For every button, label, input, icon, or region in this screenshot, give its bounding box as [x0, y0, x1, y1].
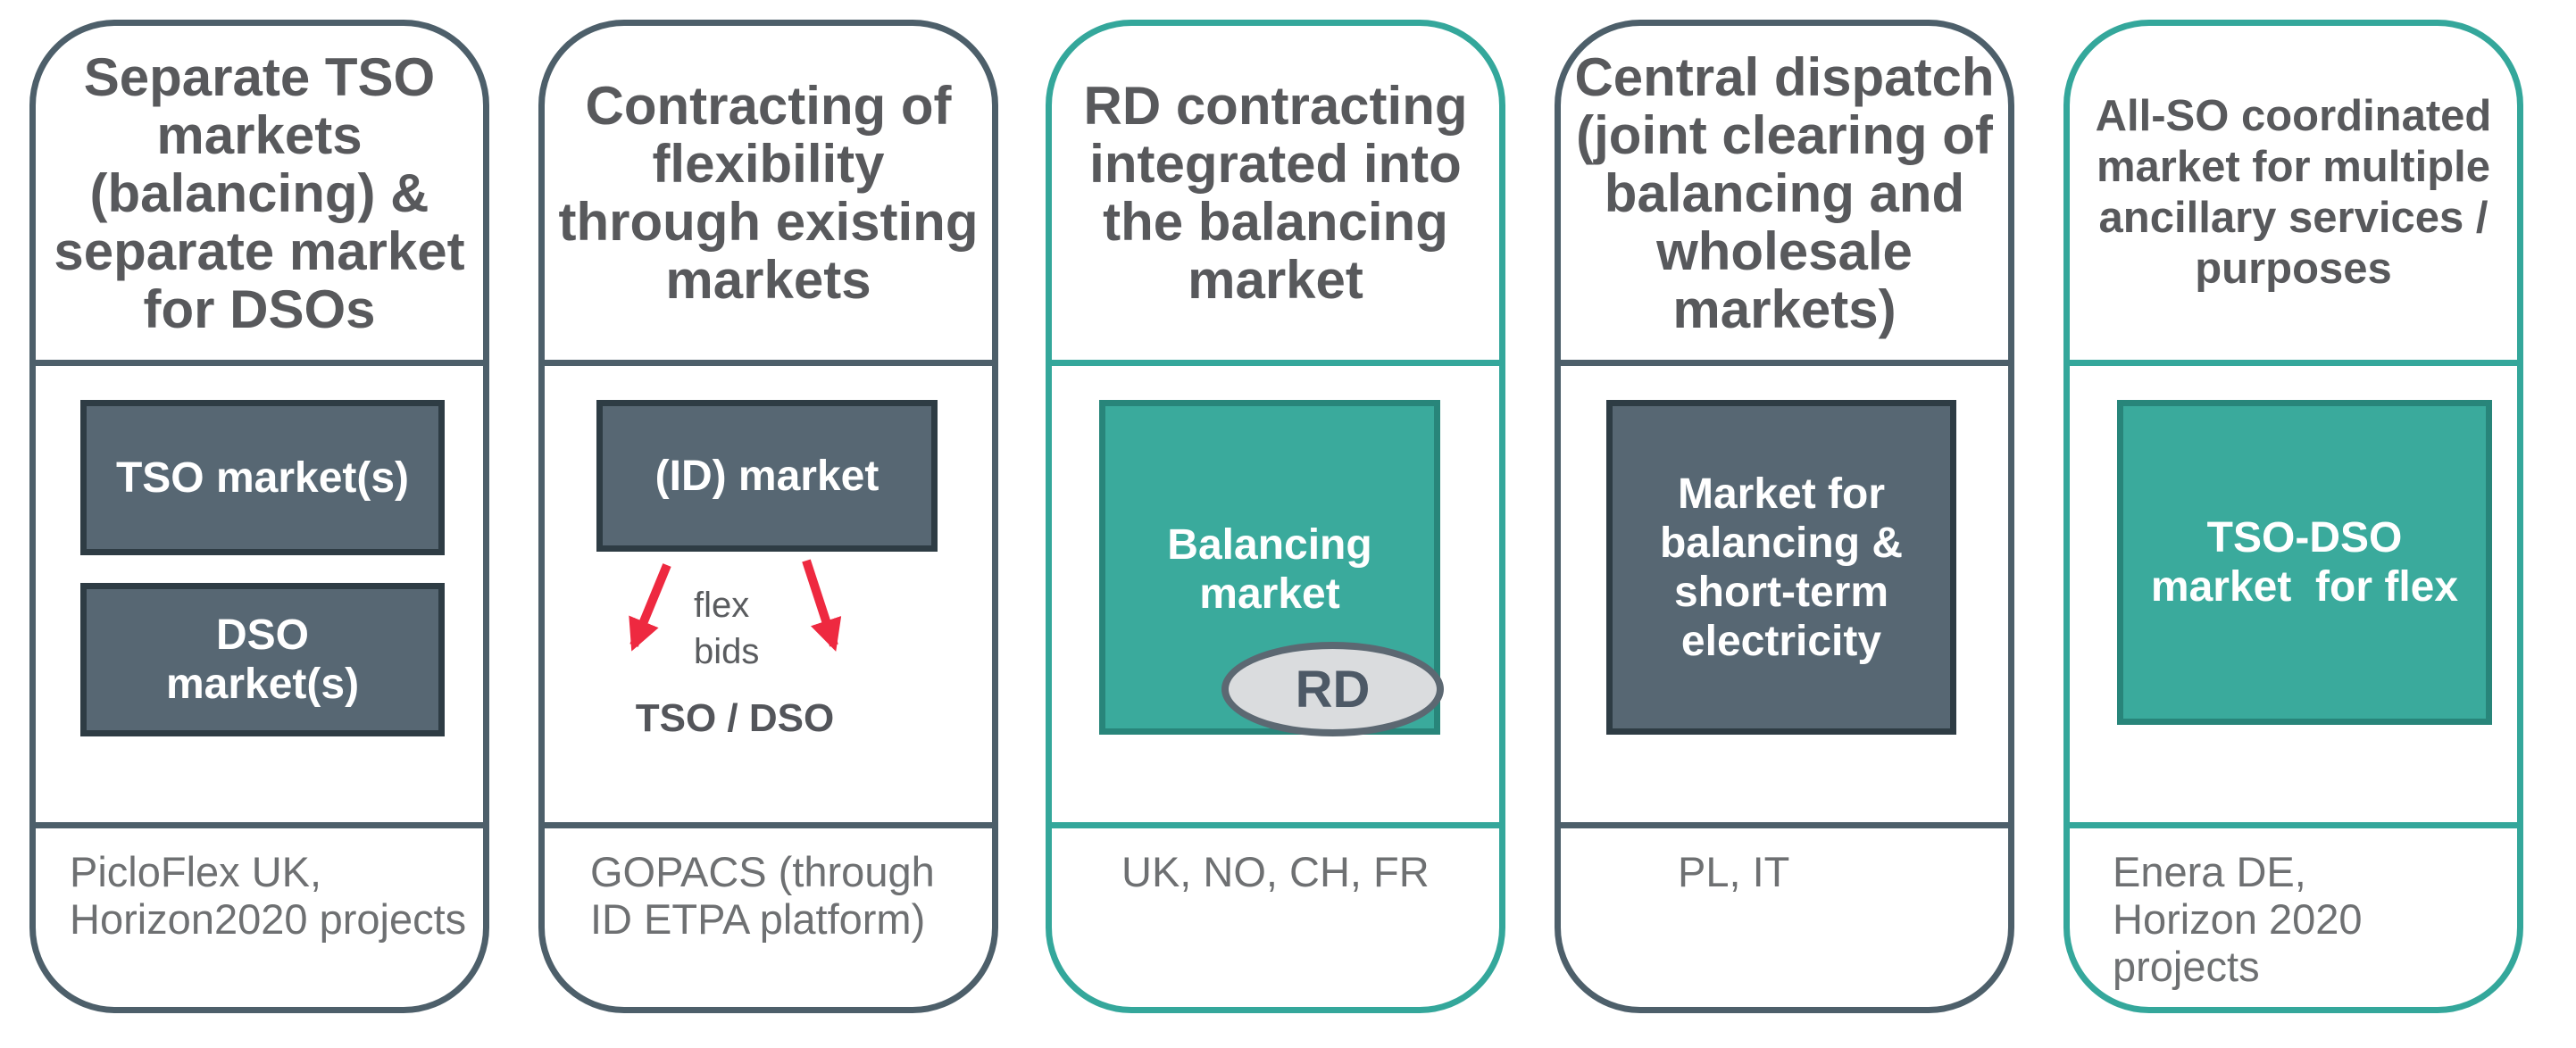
card-title-area: Separate TSO markets (balancing) & separ…	[36, 26, 483, 366]
card-title-area: All-SO coordinated market for multiple a…	[2070, 26, 2517, 366]
card-contracting-flexibility: Contracting of flexibility through exist…	[538, 20, 998, 1013]
flex-bids-label: flex bids	[694, 586, 760, 671]
id-market-box-label: (ID) market	[654, 452, 880, 500]
card-title: RD contracting integrated into the balan…	[1083, 76, 1468, 310]
card-footer-area: UK, NO, CH, FR	[1052, 828, 1499, 1007]
card-body: TSO market(s) DSO market(s)	[36, 366, 483, 828]
central-dispatch-market-box-label: Market for balancing & short-term electr…	[1659, 470, 1904, 665]
flex-bid-arrows	[629, 559, 842, 652]
card-title: Contracting of flexibility through exist…	[558, 76, 979, 310]
card-footer-area: Enera DE, Horizon 2020 projects	[2070, 828, 2517, 1007]
central-dispatch-market-box: Market for balancing & short-term electr…	[1606, 400, 1956, 735]
card-footer: UK, NO, CH, FR	[1121, 848, 1430, 895]
tso-market-box: TSO market(s)	[80, 400, 445, 555]
card-title: Separate TSO markets (balancing) & separ…	[54, 46, 465, 339]
tso-market-box-label: TSO market(s)	[115, 453, 410, 502]
tso-dso-flex-market-box: TSO-DSO market for flex	[2117, 400, 2492, 725]
dso-market-box: DSO market(s)	[80, 583, 445, 736]
card-rd-contracting-integrated: RD contracting integrated into the balan…	[1046, 20, 1505, 1013]
card-title-area: RD contracting integrated into the balan…	[1052, 26, 1499, 366]
card-footer: Enera DE, Horizon 2020 projects	[2113, 848, 2363, 990]
card-body: TSO-DSO market for flex	[2070, 366, 2517, 828]
card-body: (ID) market flex bids TSO / DSO	[545, 366, 992, 828]
card-central-dispatch: Central dispatch (joint clearing of bala…	[1555, 20, 2014, 1013]
card-title-area: Central dispatch (joint clearing of bala…	[1561, 26, 2008, 366]
dso-market-box-label: DSO market(s)	[165, 611, 360, 708]
card-title: All-SO coordinated market for multiple a…	[2095, 92, 2492, 293]
flex-bid-arrow-right	[802, 559, 842, 652]
card-title: Central dispatch (joint clearing of bala…	[1574, 46, 1995, 339]
card-footer: GOPACS (through ID ETPA platform)	[590, 848, 935, 943]
card-footer-area: PicloFlex UK, Horizon2020 projects	[36, 828, 483, 1007]
card-body: Market for balancing & short-term electr…	[1561, 366, 2008, 828]
card-footer-area: PL, IT	[1561, 828, 2008, 1007]
rd-badge-ellipse: RD	[1221, 642, 1444, 736]
balancing-market-box-label: Balancing market	[1167, 521, 1372, 618]
card-separate-tso-dso-markets: Separate TSO markets (balancing) & separ…	[29, 20, 489, 1013]
card-body: Balancing market RD	[1052, 366, 1499, 828]
card-footer: PL, IT	[1678, 848, 1790, 895]
tso-dso-actors-label: TSO / DSO	[635, 696, 835, 740]
rd-badge-label: RD	[1295, 660, 1371, 719]
card-footer: PicloFlex UK, Horizon2020 projects	[70, 848, 467, 943]
balancing-market-box: Balancing market RD	[1099, 400, 1444, 736]
card-footer-area: GOPACS (through ID ETPA platform)	[545, 828, 992, 1007]
card-title-area: Contracting of flexibility through exist…	[545, 26, 992, 366]
id-market-box: (ID) market	[596, 400, 938, 552]
card-all-so-coordinated: All-SO coordinated market for multiple a…	[2063, 20, 2523, 1013]
flex-bid-arrow-left	[629, 563, 671, 652]
tso-dso-flex-market-box-label: TSO-DSO market for flex	[2150, 514, 2459, 611]
